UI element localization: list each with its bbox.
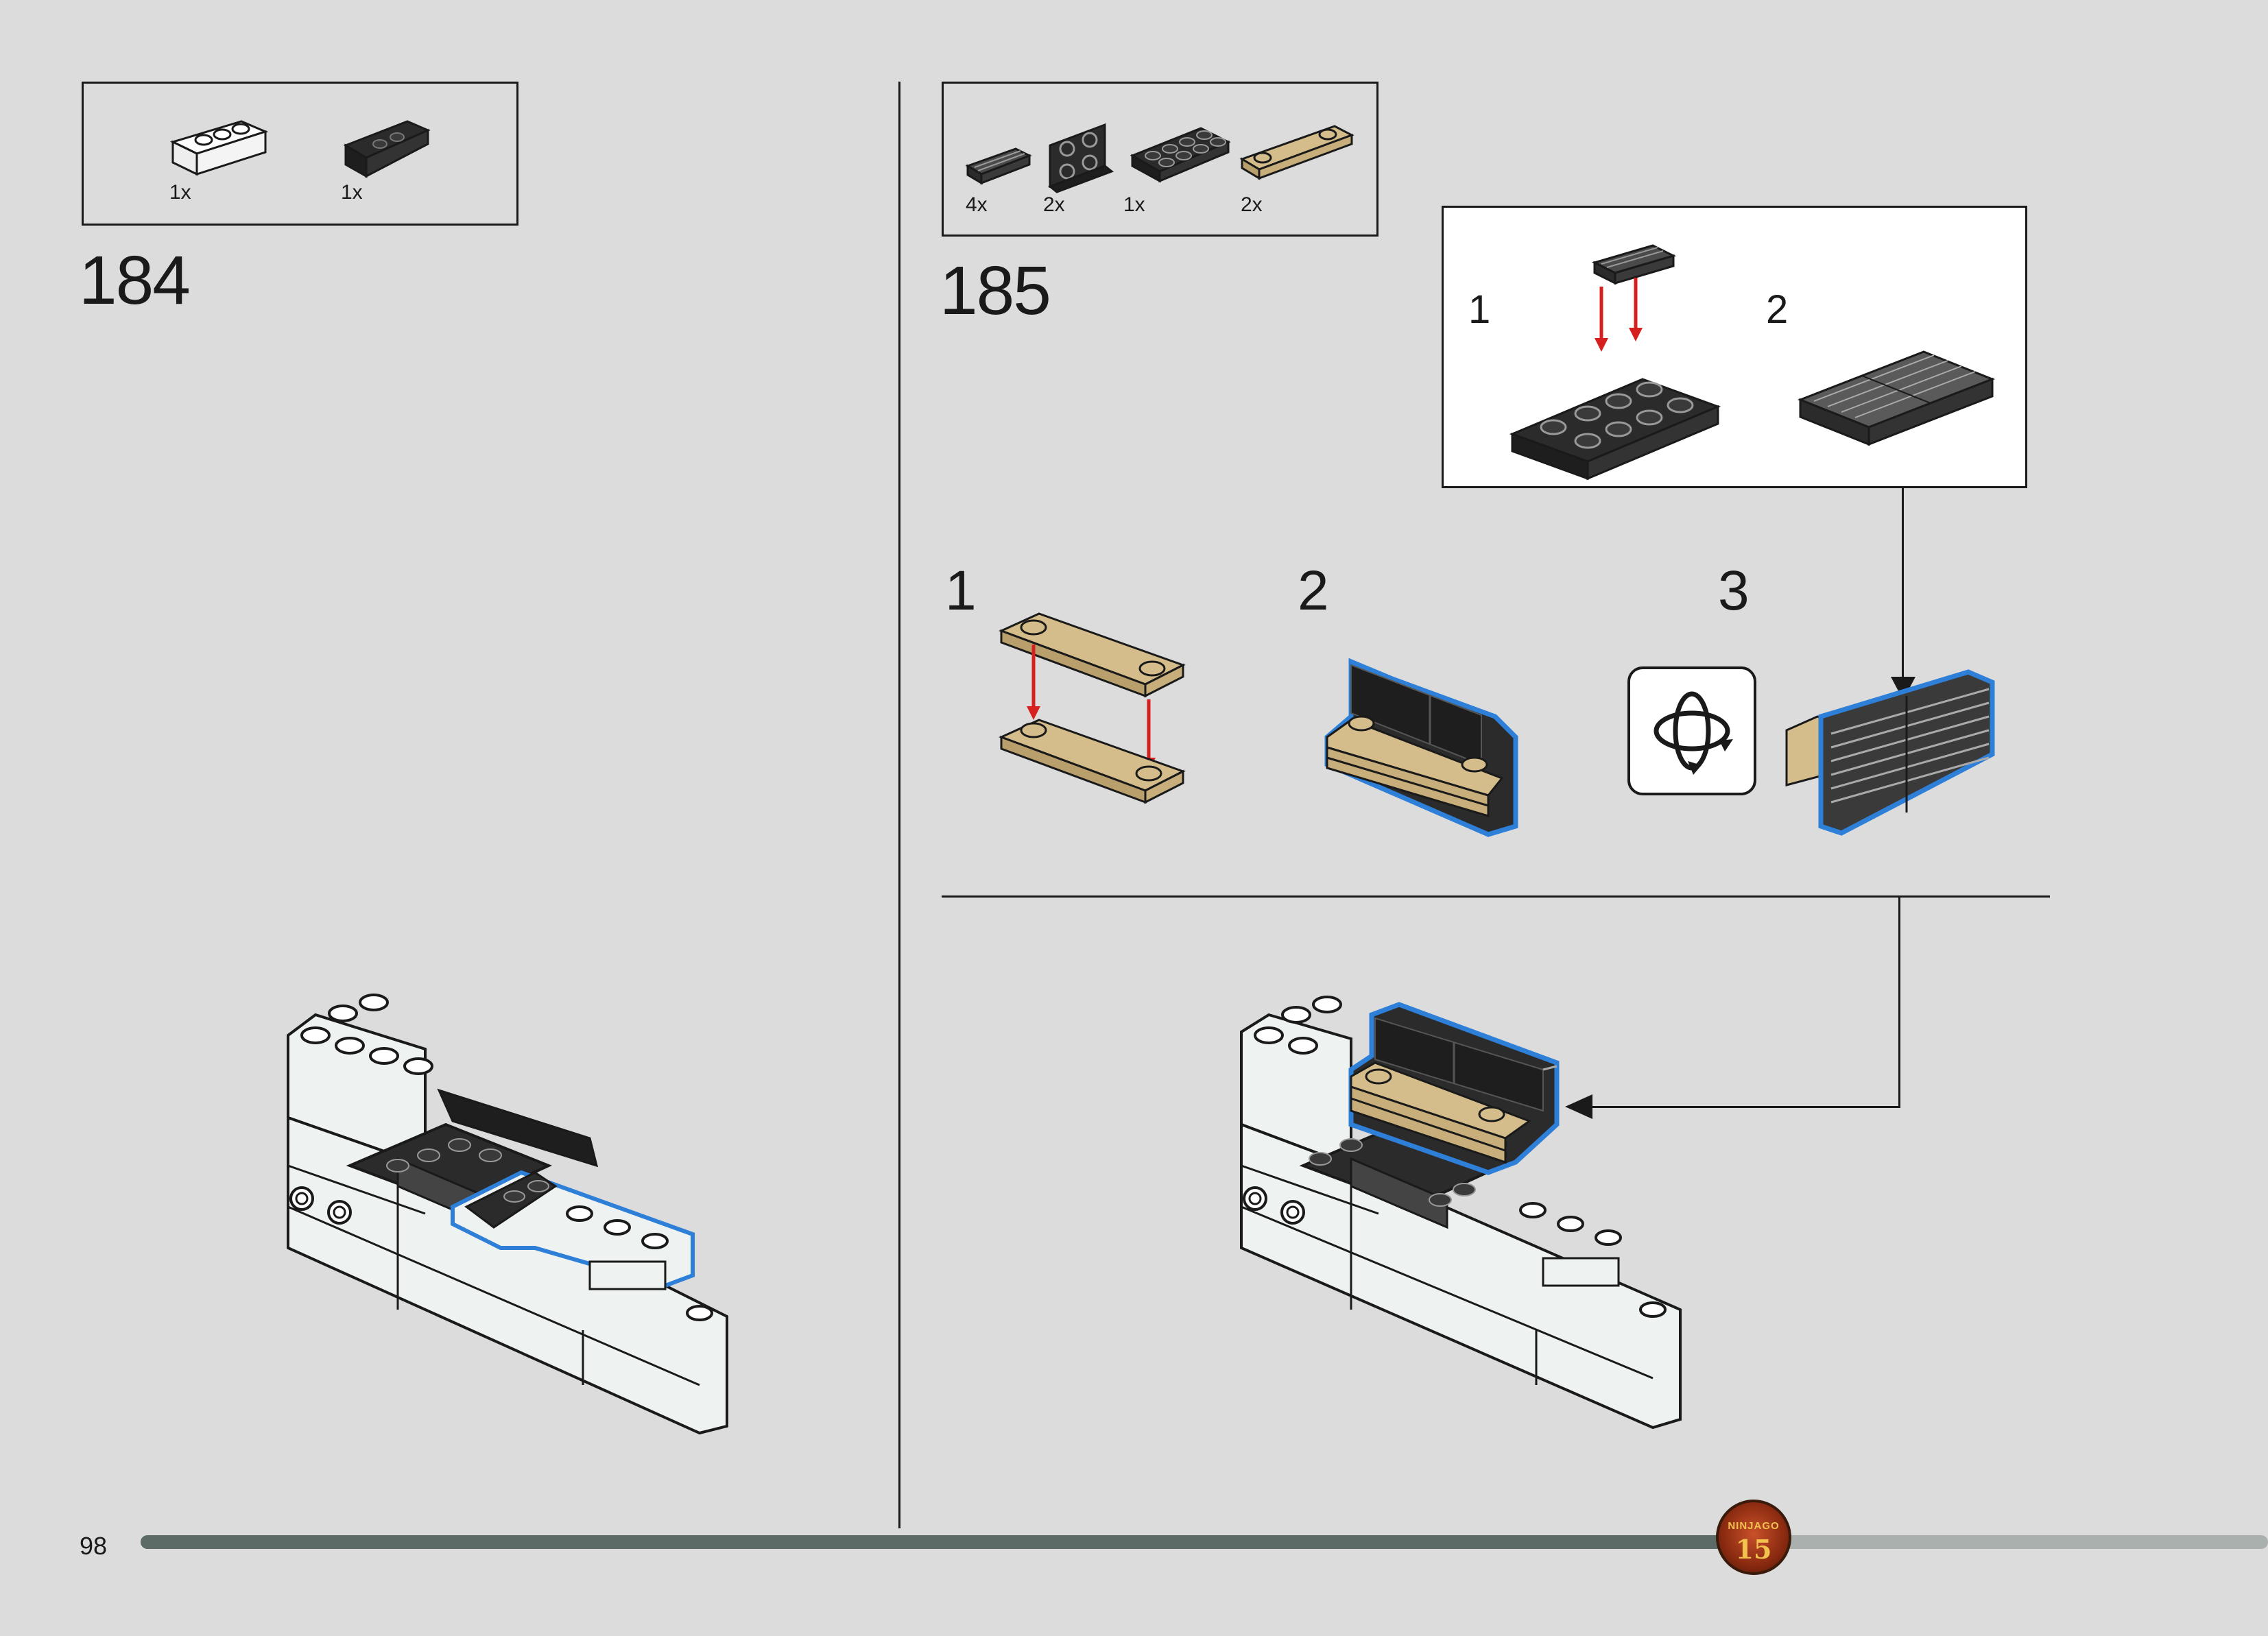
substep-2-bench: [1324, 658, 1518, 837]
step-separator: [942, 895, 2050, 898]
part-qty: 1x: [341, 181, 363, 204]
rotate-model-icon: [1627, 666, 1756, 795]
part-qty: 1x: [169, 181, 191, 204]
step-185-model: [1240, 996, 1682, 1430]
callout-connector: [1902, 488, 1904, 684]
substep-3-rotated: [1785, 669, 1995, 836]
callout-grille-result: [1797, 350, 1996, 446]
callout-step-1: 1: [1468, 287, 1491, 332]
part-qty: 1x: [1123, 193, 1145, 216]
tan-plate-1x4-icon: [1239, 125, 1354, 180]
final-connector-h: [1591, 1106, 1900, 1108]
ninjago-badge: NINJAGO 15: [1716, 1500, 1791, 1575]
page-divider: [898, 82, 900, 1528]
substep-2: 2: [1298, 560, 1329, 622]
part-qty: 2x: [1043, 193, 1065, 216]
callout-arrow-icon: [1891, 677, 1915, 700]
final-connector-v: [1898, 895, 1900, 1108]
bracket-plate-icon: [1048, 123, 1114, 193]
callout-grille-to-plate: [1509, 244, 1721, 481]
final-arrow-icon: [1565, 1094, 1592, 1119]
page-number: 98: [80, 1532, 108, 1560]
step-184-model: [287, 994, 728, 1435]
substep-3: 3: [1718, 560, 1750, 622]
sub-assembly-callout: 1 2: [1442, 206, 2027, 488]
white-brick-1x3-icon: [169, 120, 269, 176]
black-slope-inverted-icon: [343, 120, 431, 178]
substep-1: 1: [945, 560, 977, 622]
parts-list-185: 4x 2x 1x 2x: [942, 82, 1378, 237]
step-number-185: 185: [940, 252, 1051, 329]
black-plate-2x4-icon: [1130, 127, 1231, 183]
progress-bar: [141, 1535, 2268, 1549]
substep-1-tan-plates: [999, 612, 1186, 804]
part-qty: 4x: [966, 193, 988, 216]
badge-number: 15: [1735, 1534, 1772, 1565]
parts-list-184: 1x 1x: [82, 82, 518, 226]
grille-tile-icon: [965, 147, 1032, 185]
part-qty: 2x: [1241, 193, 1263, 216]
step-number-184: 184: [79, 242, 191, 319]
callout-step-2: 2: [1766, 287, 1789, 332]
badge-text: NINJAGO: [1728, 1520, 1780, 1532]
